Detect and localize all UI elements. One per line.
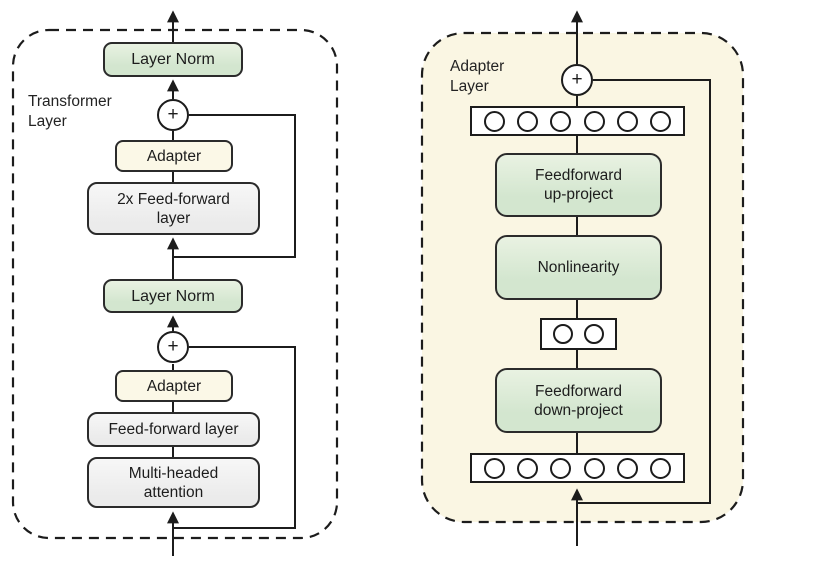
add-node-top-symbol: +	[167, 103, 179, 125]
adapter-add-node: +	[561, 64, 593, 96]
transformer-layer-label-line1: Transformer	[28, 93, 112, 110]
right-skip-connection	[578, 79, 711, 504]
adapter-layer-label: Adapter Layer	[450, 57, 504, 97]
feedforward-down-project-box: Feedforward down-project	[495, 368, 662, 433]
transformer-layer-label: Transformer Layer	[28, 92, 112, 132]
feature-circle	[517, 110, 539, 132]
transformer-layer-boundary	[11, 28, 339, 540]
bottleneck-feature-row	[540, 318, 617, 350]
adapter-layer-label-line2: Layer	[450, 78, 489, 95]
left-skip-connection-top	[174, 114, 296, 258]
feature-circle	[484, 457, 506, 479]
nonlinearity-label: Nonlinearity	[537, 259, 620, 276]
feature-circle	[649, 110, 671, 132]
feedforward-layer-box: Feed-forward layer	[87, 412, 260, 447]
feedforward-up-project-label-line2: up-project	[544, 186, 613, 203]
feature-circle	[649, 457, 671, 479]
feature-circle	[553, 324, 573, 344]
layer-norm-top-label: Layer Norm	[131, 51, 215, 68]
feedforward-down-project-label-line2: down-project	[534, 401, 623, 419]
feature-row-bottom	[470, 453, 685, 483]
feature-row-top	[470, 106, 685, 136]
feedforward-up-project-box: Feedforward up-project	[495, 153, 662, 217]
adapter-bottom-label: Adapter	[146, 377, 202, 395]
add-node-top: +	[157, 99, 189, 131]
feature-circle	[616, 110, 638, 132]
multi-headed-attention-box: Multi-headed attention	[87, 457, 260, 508]
adapter-layer-label-line1: Adapter	[450, 58, 505, 75]
adapter-bottom-box: Adapter	[115, 370, 233, 402]
feature-circle	[484, 110, 506, 132]
feedforward-2x-label-line1: 2x Feed-forward	[117, 190, 230, 208]
add-node-bottom-symbol: +	[167, 335, 179, 357]
feature-circle	[616, 457, 638, 479]
feedforward-2x-label-line2: layer	[156, 209, 191, 227]
layer-norm-top-box: Layer Norm	[103, 42, 243, 77]
feedforward-2x-box: 2x Feed-forward layer	[87, 182, 260, 235]
nonlinearity-box: Nonlinearity	[495, 235, 662, 300]
multi-headed-attention-label-line1: Multi-headed	[128, 464, 219, 482]
transformer-layer-label-line2: Layer	[28, 113, 67, 130]
feature-circle	[550, 110, 572, 132]
adapter-top-box: Adapter	[115, 140, 233, 172]
layer-norm-bottom-box: Layer Norm	[103, 279, 243, 313]
multi-headed-attention-label-line2: attention	[143, 483, 204, 501]
feature-circle	[517, 457, 539, 479]
feature-circle	[583, 457, 605, 479]
feature-circle	[550, 457, 572, 479]
feedforward-up-project-label-line1: Feedforward	[534, 167, 622, 184]
left-skip-connection-bottom	[174, 346, 296, 529]
add-node-bottom: +	[157, 331, 189, 363]
adapter-top-label: Adapter	[146, 147, 202, 165]
feature-circle	[583, 110, 605, 132]
layer-norm-bottom-label: Layer Norm	[131, 287, 215, 305]
feedforward-down-project-label-line1: Feedforward	[534, 382, 622, 400]
adapter-add-node-symbol: +	[571, 68, 583, 90]
feature-circle	[584, 324, 604, 344]
feedforward-layer-label: Feed-forward layer	[108, 421, 239, 438]
